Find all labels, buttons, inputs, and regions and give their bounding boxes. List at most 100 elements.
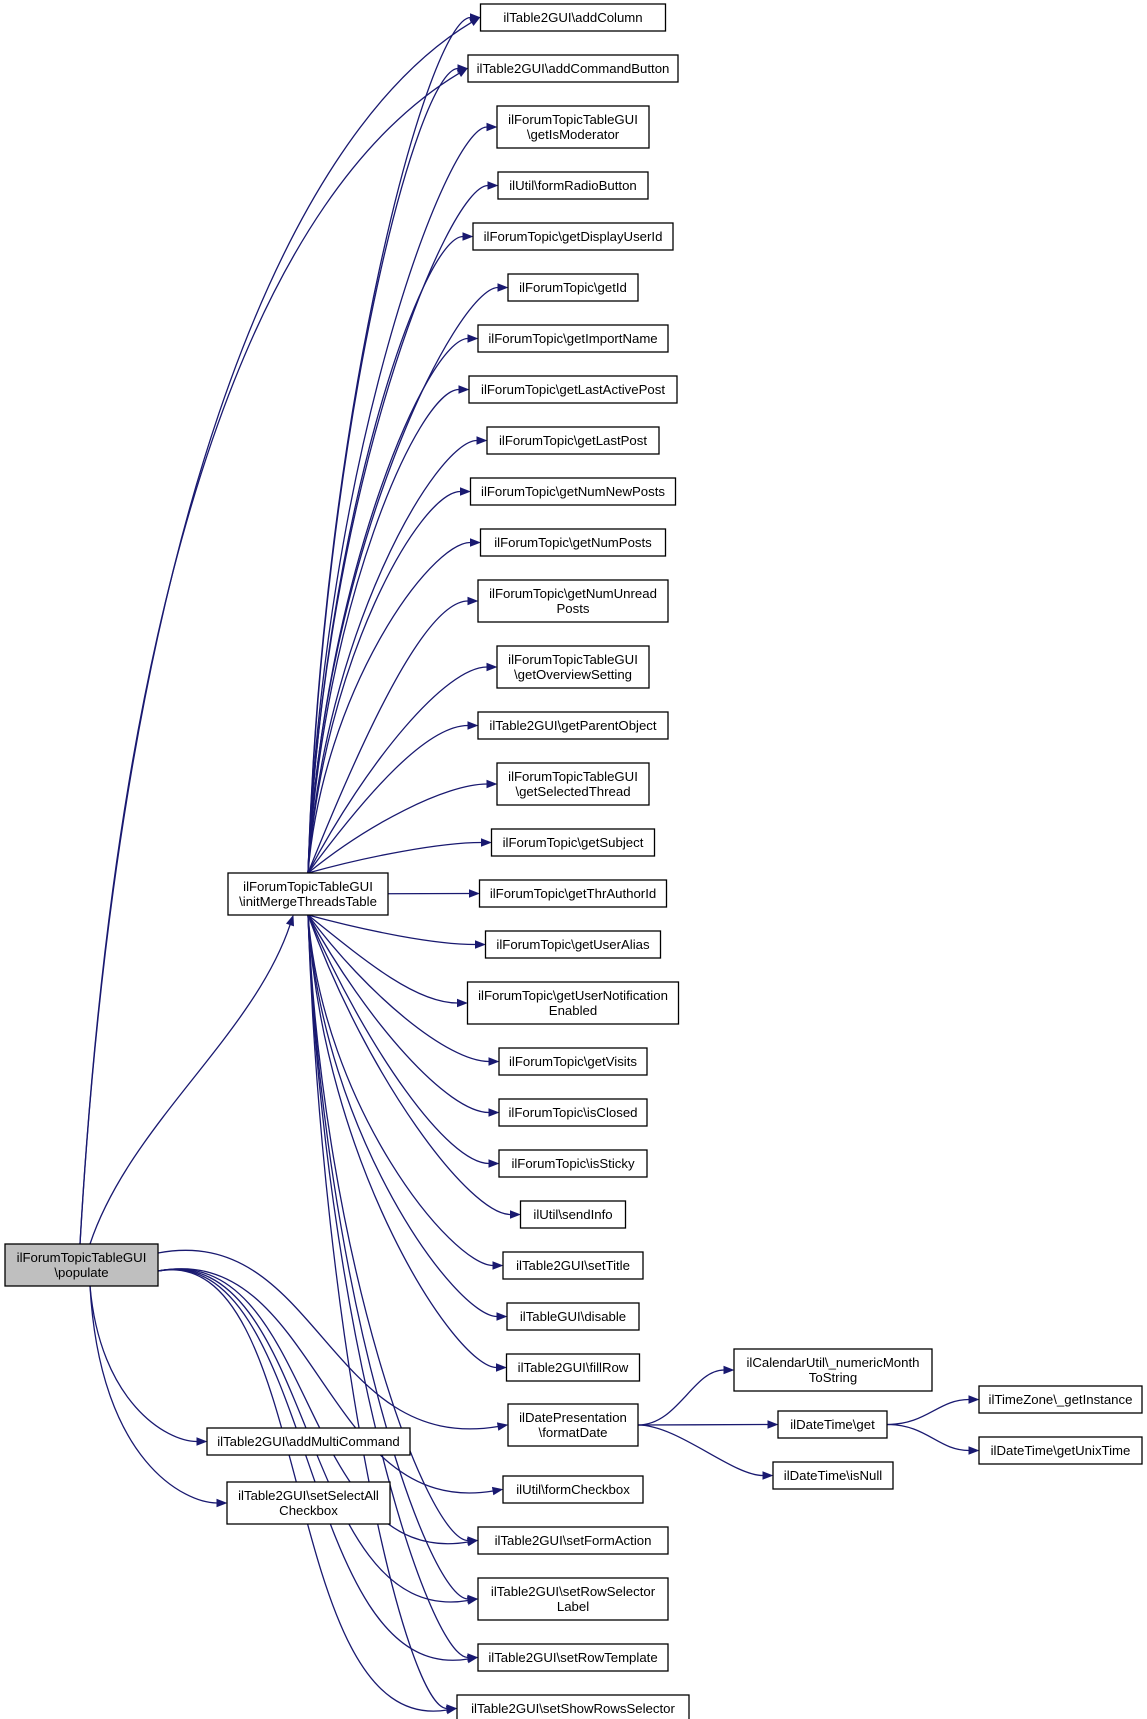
node-setRowTemplate[interactable]: ilTable2GUI\setRowTemplate (477, 1643, 669, 1672)
node-getLastActivePost[interactable]: ilForumTopic\getLastActivePost (468, 375, 678, 404)
node-setTitle[interactable]: ilTable2GUI\setTitle (502, 1251, 644, 1280)
node-label: ilDatePresentation (519, 1410, 627, 1425)
node-box (498, 1047, 648, 1076)
node-getImportName[interactable]: ilForumTopic\getImportName (477, 324, 669, 353)
node-label: Posts (557, 601, 590, 616)
node-label: ilUtil\sendInfo (533, 1207, 612, 1222)
node-label: ilForumTopic\getImportName (488, 331, 657, 346)
node-label: ilForumTopic\getLastPost (499, 433, 647, 448)
node-box (4, 1243, 159, 1287)
node-label: ilForumTopic\getNumNewPosts (481, 484, 665, 499)
node-label: ilForumTopic\getId (519, 280, 627, 295)
edge-initMerge-to-disable (307, 914, 508, 1321)
node-label: \getOverviewSetting (514, 667, 632, 682)
node-populate[interactable]: ilForumTopicTableGUI\populate (4, 1243, 159, 1287)
node-box (502, 1251, 644, 1280)
node-getLastPost[interactable]: ilForumTopic\getLastPost (486, 426, 660, 455)
node-label: ilDateTime\isNull (784, 1468, 883, 1483)
node-setShowRowsSelector[interactable]: ilTable2GUI\setShowRowsSelector (456, 1694, 690, 1719)
node-addMultiCommand[interactable]: ilTable2GUI\addMultiCommand (206, 1427, 411, 1456)
edge-populate-to-formatDate (157, 1249, 509, 1431)
node-isClosed[interactable]: ilForumTopic\isClosed (498, 1098, 648, 1127)
edge-initMerge-to-setShowRowsSelector (307, 914, 458, 1713)
node-getOverviewSetting[interactable]: ilForumTopicTableGUI\getOverviewSetting (496, 645, 650, 689)
node-label: ilDateTime\get (790, 1417, 875, 1432)
node-label: \populate (54, 1265, 108, 1280)
node-getIsModerator[interactable]: ilForumTopicTableGUI\getIsModerator (496, 105, 650, 149)
function-nodes: ilForumTopicTableGUI\populateilForumTopi… (4, 3, 1143, 1719)
node-box (507, 273, 639, 302)
node-formatDate[interactable]: ilDatePresentation\formatDate (507, 1403, 639, 1447)
node-label: ilTable2GUI\setTitle (516, 1258, 630, 1273)
node-addColumn[interactable]: ilTable2GUI\addColumn (479, 3, 667, 32)
edge-dtGet-to-getUnixTime (886, 1423, 980, 1455)
edge-initMerge-to-getUserAlias (307, 914, 486, 949)
node-setFormAction[interactable]: ilTable2GUI\setFormAction (477, 1526, 669, 1555)
edge-initMerge-to-setTitle (307, 914, 504, 1270)
node-box (468, 375, 678, 404)
node-box (519, 1200, 627, 1229)
node-isNull[interactable]: ilDateTime\isNull (772, 1461, 894, 1490)
node-label: ilForumTopic\isClosed (509, 1105, 638, 1120)
node-disable[interactable]: ilTableGUI\disable (506, 1302, 640, 1331)
node-getId[interactable]: ilForumTopic\getId (507, 273, 639, 302)
node-fillRow[interactable]: ilTable2GUI\fillRow (505, 1353, 641, 1382)
node-label: \getIsModerator (527, 127, 620, 142)
node-label: ilDateTime\getUnixTime (991, 1443, 1131, 1458)
node-label: ilTable2GUI\setRowTemplate (488, 1650, 657, 1665)
node-label: ilForumTopic\getThrAuthorId (490, 886, 656, 901)
node-label: ilForumTopicTableGUI (508, 112, 638, 127)
node-box (496, 645, 650, 689)
node-box (978, 1385, 1143, 1414)
node-getThrAuthorId[interactable]: ilForumTopic\getThrAuthorId (478, 879, 668, 908)
node-getDisplayUserId[interactable]: ilForumTopic\getDisplayUserId (472, 222, 674, 251)
node-label: ilForumTopic\getNumPosts (494, 535, 652, 550)
node-box (227, 872, 389, 916)
edge-formatDate-to-numericMonth (637, 1365, 735, 1426)
node-label: ilForumTopicTableGUI (508, 769, 638, 784)
node-label: Label (557, 1599, 589, 1614)
node-initMerge[interactable]: ilForumTopicTableGUI\initMergeThreadsTab… (227, 872, 389, 916)
edge-initMerge-to-getDisplayUserId (307, 232, 474, 874)
node-getNumPosts[interactable]: ilForumTopic\getNumPosts (479, 528, 667, 557)
node-getVisits[interactable]: ilForumTopic\getVisits (498, 1047, 648, 1076)
node-label: ilTable2GUI\fillRow (518, 1360, 629, 1375)
node-addCommandButton[interactable]: ilTable2GUI\addCommandButton (467, 54, 679, 83)
node-box (733, 1348, 933, 1392)
node-box (479, 528, 667, 557)
node-label: ilTable2GUI\addMultiCommand (217, 1434, 400, 1449)
node-label: ilTable2GUI\setSelectAll (238, 1488, 379, 1503)
node-getInstance[interactable]: ilTimeZone\_getInstance (978, 1385, 1143, 1414)
node-label: ilTable2GUI\setRowSelector (491, 1584, 656, 1599)
edge-initMerge-to-fillRow (307, 914, 507, 1372)
node-formRadioButton[interactable]: ilUtil\formRadioButton (497, 171, 649, 200)
node-getUserAlias[interactable]: ilForumTopic\getUserAlias (484, 930, 662, 959)
edge-initMerge-to-sendInfo (307, 914, 521, 1219)
node-getSelectedThread[interactable]: ilForumTopicTableGUI\getSelectedThread (496, 762, 650, 806)
node-label: ilTable2GUI\setShowRowsSelector (471, 1701, 675, 1716)
node-sendInfo[interactable]: ilUtil\sendInfo (519, 1200, 627, 1229)
node-getSubject[interactable]: ilForumTopic\getSubject (490, 828, 656, 857)
node-getNumNewPosts[interactable]: ilForumTopic\getNumNewPosts (469, 477, 677, 506)
node-getUnixTime[interactable]: ilDateTime\getUnixTime (978, 1436, 1143, 1465)
edge-populate-to-initMerge (89, 914, 295, 1245)
edge-formatDate-to-isNull (637, 1424, 774, 1480)
node-isSticky[interactable]: ilForumTopic\isSticky (498, 1149, 648, 1178)
node-box (477, 1526, 669, 1555)
edge-populate-to-addMultiCommand (89, 1285, 208, 1446)
node-getParentObject[interactable]: ilTable2GUI\getParentObject (477, 711, 669, 740)
node-box (498, 1149, 648, 1178)
node-box (469, 477, 677, 506)
node-label: ilTimeZone\_getInstance (989, 1392, 1133, 1407)
edge-populate-to-setSelectAll (89, 1285, 228, 1508)
edge-initMerge-to-getUserNotificationEnabled (307, 914, 468, 1008)
node-dtGet[interactable]: ilDateTime\get (777, 1410, 888, 1439)
node-formCheckbox[interactable]: ilUtil\formCheckbox (502, 1475, 644, 1504)
node-label: ilTable2GUI\addCommandButton (477, 61, 670, 76)
edge-dtGet-to-getInstance (886, 1395, 980, 1426)
